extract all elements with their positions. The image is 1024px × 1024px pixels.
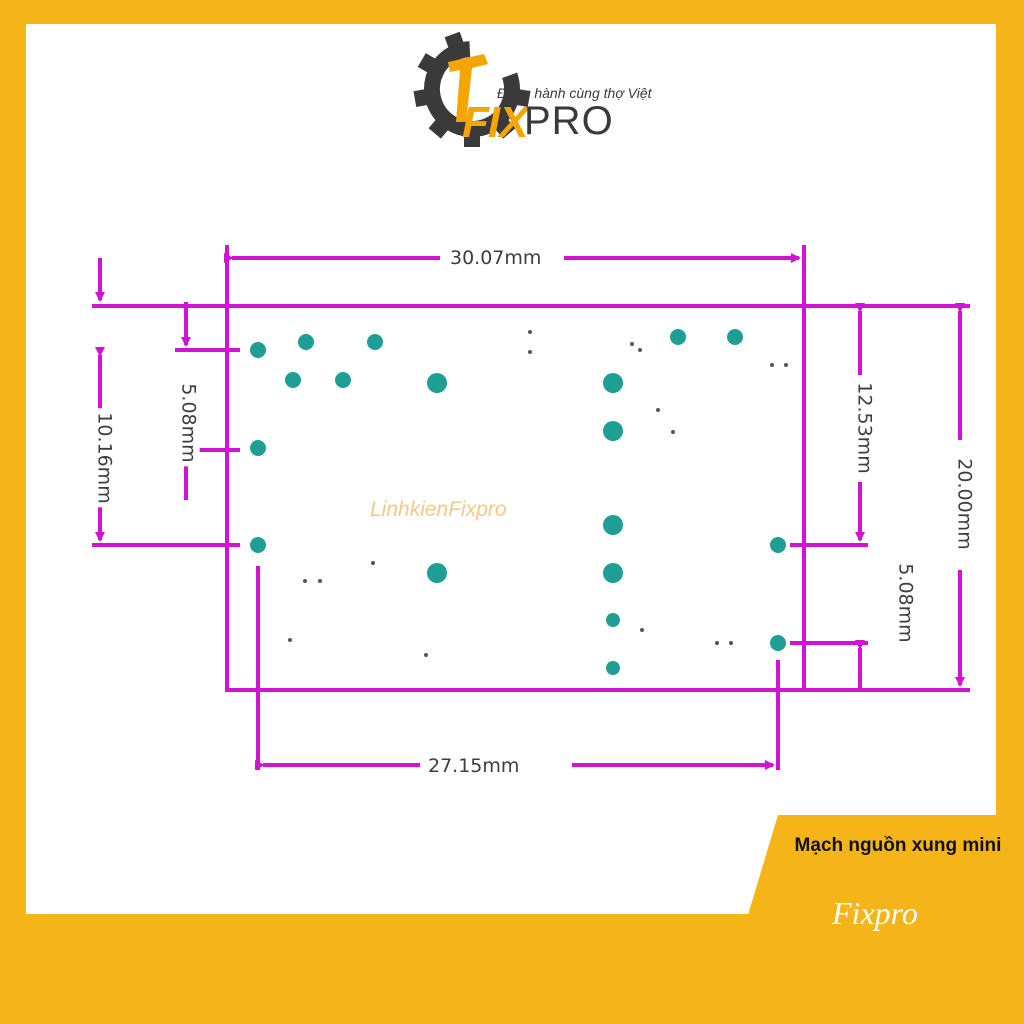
via: [671, 430, 675, 434]
pad: [427, 373, 447, 393]
dimension-label-left-outer: 10.16mm: [93, 408, 116, 508]
via: [528, 350, 532, 354]
pad: [285, 372, 301, 388]
pad: [335, 372, 351, 388]
product-badge: [748, 815, 1024, 935]
fixpro-logo: [413, 31, 531, 147]
pad: [603, 563, 623, 583]
via: [288, 638, 292, 642]
dimension-label-top: 30.07mm: [446, 247, 546, 269]
pad: [250, 537, 266, 553]
pad: [298, 334, 314, 350]
via: [371, 561, 375, 565]
via: [318, 579, 322, 583]
pad: [603, 373, 623, 393]
logo-brand-fix: FIX: [462, 98, 528, 147]
pad: [250, 342, 266, 358]
watermark: LinhkienFixpro: [370, 498, 507, 521]
via: [303, 579, 307, 583]
hammer-icon: [448, 54, 488, 122]
dimension-label-right-lower: 5.08mm: [894, 559, 917, 647]
logo-brand-pro: PRO: [524, 99, 614, 143]
via: [630, 342, 634, 346]
via: [638, 348, 642, 352]
gear-icon: [413, 31, 531, 147]
dimension-label-right-upper: 12.53mm: [853, 378, 876, 478]
via: [729, 641, 733, 645]
board-outline: [225, 304, 806, 692]
via: [715, 641, 719, 645]
pad: [606, 613, 620, 627]
pad: [606, 661, 620, 675]
pad: [367, 334, 383, 350]
logo-tagline: Đồng hành cùng thợ Việt: [497, 85, 652, 101]
via-group: [288, 330, 788, 657]
pad: [603, 515, 623, 535]
pad: [770, 537, 786, 553]
via: [528, 330, 532, 334]
pad: [603, 421, 623, 441]
dimension-label-left-inner: 5.08mm: [177, 379, 200, 467]
via: [770, 363, 774, 367]
pad: [727, 329, 743, 345]
pad: [670, 329, 686, 345]
via: [640, 628, 644, 632]
pad: [770, 635, 786, 651]
dimension-label-bottom: 27.15mm: [424, 755, 524, 777]
pads-group: [250, 329, 786, 675]
via: [424, 653, 428, 657]
badge-brand: Fixpro: [832, 895, 918, 931]
dimension-label-right-total: 20.00mm: [953, 454, 976, 554]
badge-title: Mạch nguồn xung mini: [794, 835, 1002, 856]
via: [784, 363, 788, 367]
pad: [250, 440, 266, 456]
pad: [427, 563, 447, 583]
via: [656, 408, 660, 412]
